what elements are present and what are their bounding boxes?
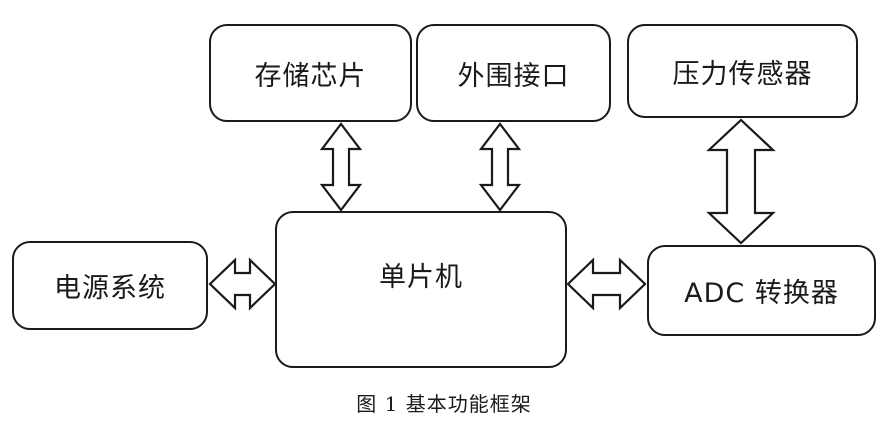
storage-chip-box: 存储芯片 [209, 24, 412, 122]
figure-caption: 图 1 基本功能框架 [356, 392, 532, 416]
arrow-sensor-adc [706, 118, 776, 245]
microcontroller-box: 单片机 [275, 211, 567, 368]
peripheral-interface-label: 外围接口 [457, 60, 570, 92]
microcontroller-label: 单片机 [379, 262, 463, 293]
arrow-peripheral-mcu [478, 122, 522, 212]
storage-chip-label: 存储芯片 [254, 60, 367, 92]
adc-converter-label: ADC 转换器 [684, 278, 839, 309]
power-system-box: 电源系统 [12, 241, 208, 330]
arrow-power-mcu [208, 257, 277, 311]
arrow-storage-mcu [319, 122, 363, 212]
arrow-mcu-adc [566, 257, 647, 311]
peripheral-interface-box: 外围接口 [416, 24, 611, 122]
power-system-label: 电源系统 [54, 273, 166, 304]
pressure-sensor-label: 压力传感器 [672, 58, 813, 90]
pressure-sensor-box: 压力传感器 [627, 24, 858, 118]
adc-converter-box: ADC 转换器 [647, 245, 876, 336]
